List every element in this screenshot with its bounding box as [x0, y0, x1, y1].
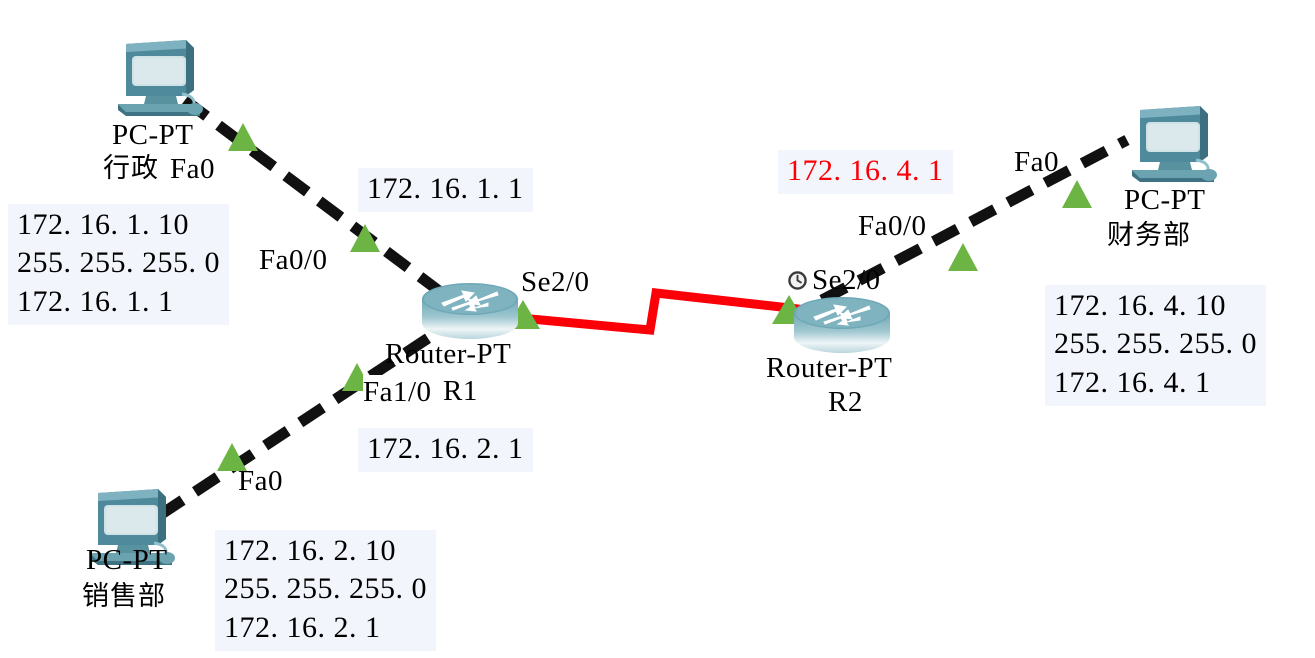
ip-box-pc-sales: 172. 16. 2. 10 255. 255. 255. 0 172. 16.…	[215, 530, 436, 652]
ip-box-pc-sales-gateway: 172. 16. 2. 1	[224, 610, 381, 644]
endpoint-marker-pc-admin	[228, 123, 258, 151]
ip-box-pc-admin-gateway: 172. 16. 1. 1	[17, 284, 174, 318]
router-icon	[794, 297, 890, 353]
iface-label-pc-sales-fa0: Fa0	[238, 465, 283, 497]
device-router-r1[interactable]	[418, 281, 522, 345]
device-label-pc-admin-type: PC-PT	[112, 119, 194, 151]
endpoint-markers	[217, 123, 1092, 471]
pc-icon	[1132, 106, 1217, 182]
endpoint-marker-r2-fa0-0	[948, 243, 978, 271]
device-label-pc-finance-name: 财务部	[1107, 220, 1191, 251]
endpoint-marker-pc-finance	[1062, 180, 1092, 208]
ip-box-pc-sales-mask: 255. 255. 255. 0	[224, 572, 427, 606]
device-label-pc-admin-name: 行政	[103, 153, 159, 184]
iface-label-r1-fa0-0: Fa0/0	[259, 244, 328, 276]
ip-box-r1-fa0-0: 172. 16. 1. 1	[358, 168, 533, 213]
iface-label-r1-se2-0: Se2/0	[521, 266, 590, 298]
device-label-router-r2-name: R2	[828, 386, 863, 418]
pc-icon	[90, 489, 175, 565]
device-router-r2[interactable]	[790, 295, 894, 359]
device-label-router-r1-name: R1	[443, 375, 478, 407]
ip-box-pc-finance: 172. 16. 4. 10 255. 255. 255. 0 172. 16.…	[1045, 285, 1266, 407]
device-pc-finance[interactable]	[1122, 104, 1220, 182]
device-label-router-r2-type: Router-PT	[766, 352, 893, 384]
iface-label-r1-fa1-0: Fa1/0	[363, 375, 432, 410]
device-pc-sales[interactable]	[80, 487, 178, 565]
ip-box-r1-fa1-0: 172. 16. 2. 1	[358, 428, 533, 473]
iface-label-r2-fa0-0: Fa0/0	[858, 210, 927, 242]
device-pc-admin[interactable]	[108, 38, 206, 116]
ip-box-r2-fa0-0: 172. 16. 4. 1	[778, 150, 953, 195]
ip-box-pc-admin: 172. 16. 1. 10 255. 255. 255. 0 172. 16.…	[8, 204, 229, 326]
endpoint-marker-r1-fa0-0	[350, 224, 380, 252]
iface-label-pc-admin-fa0: Fa0	[170, 153, 215, 185]
ip-box-pc-sales-ip: 172. 16. 2. 10	[224, 534, 396, 567]
device-label-pc-sales-name: 销售部	[82, 581, 166, 612]
device-label-pc-sales-type: PC-PT	[86, 544, 168, 576]
pc-icon	[118, 40, 203, 116]
clock-icon	[788, 271, 807, 290]
router-icon	[422, 283, 518, 339]
ip-box-pc-finance-ip: 172. 16. 4. 10	[1054, 289, 1226, 322]
ip-box-pc-admin-ip: 172. 16. 1. 10	[17, 208, 189, 241]
device-label-router-r1-type: Router-PT	[385, 338, 512, 370]
ip-box-pc-finance-mask: 255. 255. 255. 0	[1054, 327, 1257, 361]
device-label-pc-finance-type: PC-PT	[1124, 184, 1206, 216]
iface-label-pc-finance-fa0: Fa0	[1014, 146, 1059, 178]
iface-label-r2-se2-0: Se2/0	[812, 264, 881, 296]
ip-box-pc-finance-gateway: 172. 16. 4. 1	[1054, 365, 1211, 399]
ip-box-pc-admin-mask: 255. 255. 255. 0	[17, 246, 220, 280]
